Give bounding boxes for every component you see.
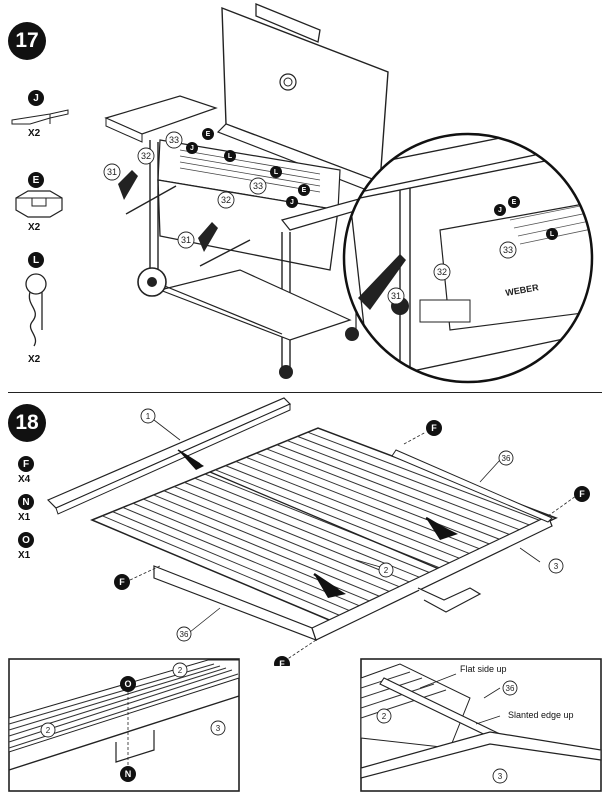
grate-bar [256, 452, 496, 547]
svg-text:33: 33 [503, 245, 513, 255]
svg-text:F: F [279, 659, 285, 666]
svg-text:2: 2 [46, 726, 51, 735]
cotter-pin-icon [25, 273, 47, 347]
slanted-edge-up-label: Slanted edge up [508, 710, 574, 720]
svg-text:33: 33 [253, 181, 263, 191]
svg-text:32: 32 [141, 151, 151, 161]
hardware-qty-j: X2 [28, 128, 41, 139]
svg-text:2: 2 [178, 666, 183, 675]
step-divider [8, 392, 602, 393]
svg-text:F: F [119, 577, 125, 587]
hardware-letter-n: N [18, 494, 34, 510]
hardware-letter-e: E [28, 172, 44, 188]
svg-text:J: J [498, 207, 502, 214]
grate-bar [276, 444, 516, 538]
svg-text:31: 31 [107, 167, 117, 177]
grate-bar [153, 494, 395, 595]
svg-text:32: 32 [221, 195, 231, 205]
svg-text:31: 31 [181, 235, 191, 245]
hardware-letter-l: L [28, 252, 44, 268]
grate-bar [194, 477, 436, 576]
svg-text:E: E [206, 131, 211, 138]
svg-text:2: 2 [384, 566, 389, 575]
grate-bar [163, 490, 405, 590]
svg-text:E: E [302, 187, 307, 194]
grate-bar [173, 486, 415, 585]
handle-bracket-icon [11, 109, 69, 125]
svg-text:3: 3 [554, 562, 559, 571]
step-18-badge: 18 [8, 404, 46, 442]
grate-bar [112, 511, 355, 614]
callout-group [103, 131, 267, 249]
grate-bar [287, 440, 526, 533]
svg-text:3: 3 [498, 772, 503, 781]
grill-assembly-illustration: 31 32 33 32 31 33 J E L J E L [103, 3, 389, 379]
hardware-qty-f: X4 [18, 474, 31, 485]
hardware-qty-e: X2 [28, 222, 41, 233]
svg-text:J: J [190, 145, 194, 152]
svg-text:F: F [579, 489, 585, 499]
grate-bar [143, 498, 385, 599]
hardware-letter-f: F [18, 456, 34, 472]
svg-text:1: 1 [146, 412, 151, 421]
grate-bar [266, 448, 506, 543]
svg-text:32: 32 [437, 267, 447, 277]
svg-text:36: 36 [502, 454, 511, 463]
step-18-detail-left: 2 2 3 O N [8, 658, 240, 792]
hardware-letter-o: O [18, 532, 34, 548]
flat-side-up-label: Flat side up [460, 664, 507, 674]
hardware-qty-o: X1 [18, 550, 31, 561]
svg-text:2: 2 [382, 712, 387, 721]
step-18-detail-right: 36 2 3 Flat side up Slanted edge up [360, 658, 602, 792]
svg-text:31: 31 [391, 291, 401, 301]
step-17-badge: 17 [8, 22, 46, 60]
nut-icon [15, 190, 63, 218]
hardware-qty-l: X2 [28, 354, 41, 365]
hardware-letter-j: J [28, 90, 44, 106]
grate-assembly-illustration: 1 36 3 2 36 F F F F [46, 397, 590, 666]
grate-bar [297, 435, 536, 528]
svg-text:L: L [274, 169, 279, 176]
svg-text:E: E [512, 199, 517, 206]
svg-text:F: F [431, 423, 437, 433]
grate-bar [307, 431, 547, 524]
svg-text:O: O [124, 679, 131, 689]
svg-text:36: 36 [506, 684, 515, 693]
svg-text:L: L [228, 153, 233, 160]
svg-text:N: N [125, 769, 132, 779]
grate-bar [225, 465, 466, 562]
grate-bar [235, 460, 476, 557]
svg-text:36: 36 [180, 630, 189, 639]
svg-text:33: 33 [169, 135, 179, 145]
svg-text:3: 3 [216, 724, 221, 733]
hardware-qty-n: X1 [18, 512, 31, 523]
svg-text:J: J [290, 199, 294, 206]
svg-text:L: L [550, 231, 555, 238]
grate-bar [215, 469, 456, 566]
grate-bar [102, 515, 345, 618]
